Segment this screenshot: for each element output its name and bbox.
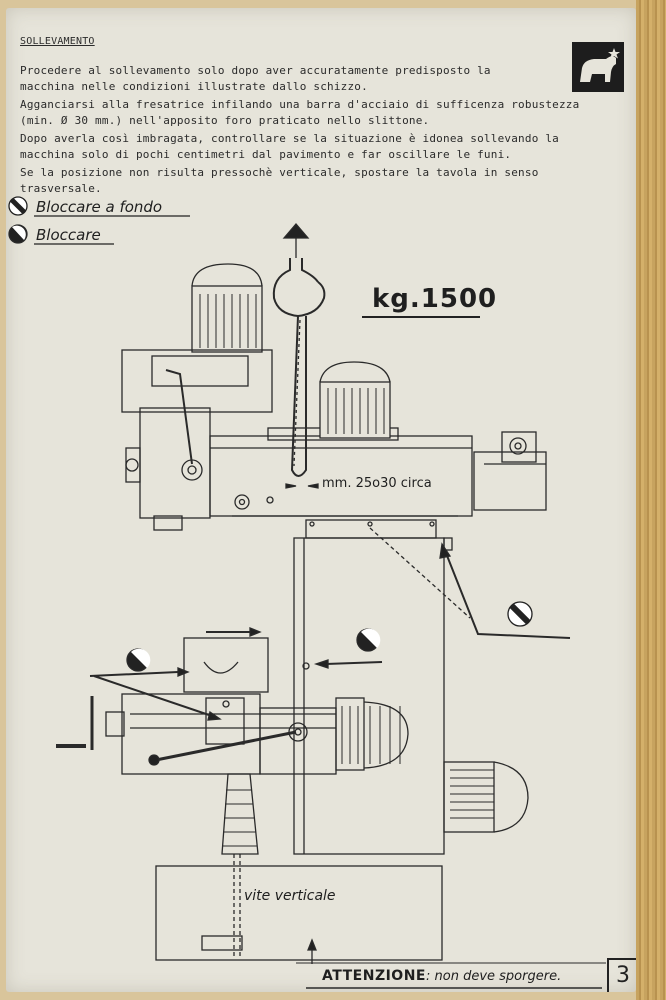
warning-text: : non deve sporgere. — [426, 969, 562, 984]
paragraph-line: Procedere al sollevamento solo dopo aver… — [20, 64, 491, 77]
warning-note: ATTENZIONE: non deve sporgere. — [322, 968, 561, 984]
bar-dimension-label: mm. 25o30 circa — [322, 476, 432, 491]
page-edge — [636, 0, 666, 1000]
vertical-screw-label: vite verticale — [244, 888, 336, 904]
paragraph-line: Agganciarsi alla fresatrice infilando un… — [20, 98, 580, 111]
page-number: 3 — [607, 958, 636, 992]
paragraph-line: Dopo averla così imbragata, controllare … — [20, 132, 559, 145]
lock-icon — [8, 224, 28, 244]
section-heading: SOLLEVAMENTO — [20, 36, 95, 47]
paragraph-line: trasversale. — [20, 182, 102, 195]
legend-lock-label: Bloccare — [36, 226, 101, 244]
legend-lock-fully-label: Bloccare a fondo — [36, 198, 163, 216]
weight-label: kg.1500 — [372, 284, 498, 314]
warning-word: ATTENZIONE — [322, 968, 426, 984]
lifting-diagram — [8, 196, 606, 989]
bear-logo-icon — [572, 42, 624, 92]
lock-fully-icon — [8, 196, 28, 216]
weight-underline — [362, 316, 480, 318]
paragraph-line: macchina solo di pochi centimetri dal pa… — [20, 148, 512, 161]
paragraph-line: (min. Ø 30 mm.) nell'apposito foro prati… — [20, 114, 430, 127]
manual-page: SOLLEVAMENTO Procedere al sollevamento s… — [6, 8, 636, 992]
paragraph-line: Se la posizione non risulta pressochè ve… — [20, 166, 539, 179]
paragraph-line: macchina nelle condizioni illustrate dal… — [20, 80, 368, 93]
